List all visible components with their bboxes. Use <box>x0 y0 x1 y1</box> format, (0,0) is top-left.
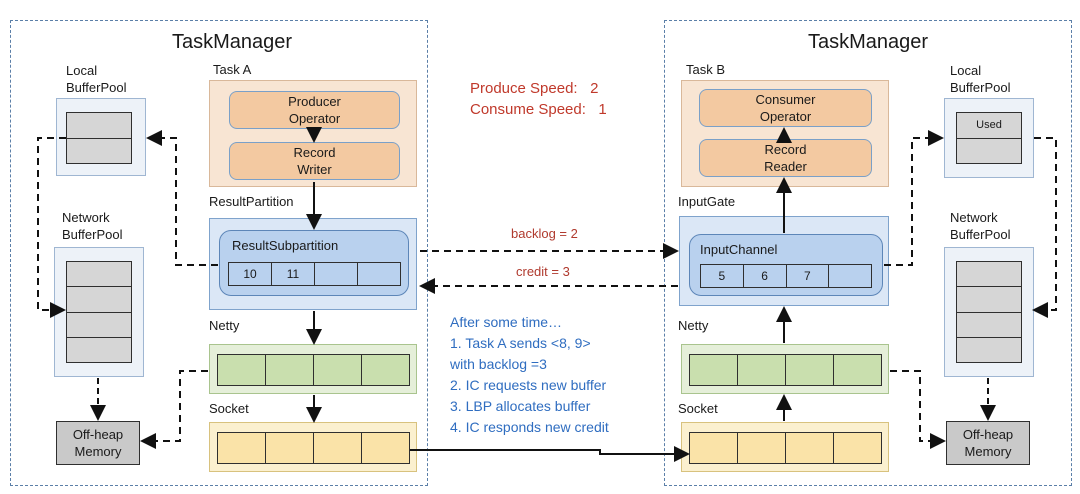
right-netty-label: Netty <box>678 318 709 333</box>
task-b-label: Task B <box>686 62 726 77</box>
buffer-cell <box>358 263 400 285</box>
producer-operator: Producer Operator <box>229 91 400 129</box>
pool-slot <box>957 262 1021 288</box>
pool-slot <box>67 113 131 139</box>
socket-cell <box>218 433 266 463</box>
left-taskmanager-frame <box>10 20 428 486</box>
pool-slot <box>67 337 131 362</box>
steps-intro: After some time… <box>450 314 563 330</box>
socket-cell <box>738 433 786 463</box>
record-reader: Record Reader <box>699 139 872 177</box>
right-network-pool-label: Network BufferPool <box>950 210 1011 242</box>
pool-slot <box>67 138 131 163</box>
credit-message: credit = 3 <box>516 264 570 279</box>
pool-slot <box>67 312 131 338</box>
socket-cell <box>690 433 738 463</box>
netty-cell <box>218 355 266 385</box>
netty-cell <box>362 355 409 385</box>
netty-cell <box>834 355 881 385</box>
result-subpartition-label: ResultSubpartition <box>232 238 339 253</box>
right-taskmanager-title: TaskManager <box>808 31 929 53</box>
right-netty-buffers <box>689 354 882 386</box>
input-channel-label: InputChannel <box>700 242 778 257</box>
produce-speed: Produce Speed: 2 <box>470 80 598 97</box>
socket-cell <box>362 433 409 463</box>
pool-slot <box>957 138 1021 163</box>
step-1: 1. Task A sends <8, 9> <box>450 335 591 351</box>
netty-cell <box>266 355 314 385</box>
left-netty-buffers <box>217 354 410 386</box>
input-gate-label: InputGate <box>678 194 736 209</box>
buffer-cell: 11 <box>272 263 315 285</box>
pool-slot <box>957 287 1021 313</box>
right-local-pool-label: Local BufferPool <box>950 63 1011 95</box>
right-network-pool-slots <box>956 261 1022 363</box>
left-netty-label: Netty <box>209 318 240 333</box>
right-offheap-memory: Off-heap Memory <box>946 421 1030 465</box>
task-a-label: Task A <box>213 62 252 77</box>
backlog-message: backlog = 2 <box>511 226 578 241</box>
consume-speed-label: Consume Speed: <box>470 101 586 118</box>
netty-cell <box>738 355 786 385</box>
left-network-pool-label: Network BufferPool <box>62 210 123 242</box>
left-network-pool-slots <box>66 261 132 363</box>
socket-cell <box>314 433 362 463</box>
socket-cell <box>834 433 881 463</box>
right-socket-label: Socket <box>678 401 718 416</box>
step-4: 4. IC responds new credit <box>450 419 609 435</box>
record-writer: Record Writer <box>229 142 400 180</box>
left-taskmanager-title: TaskManager <box>172 31 293 53</box>
buffer-cell: 6 <box>744 265 787 287</box>
step-3: 3. LBP allocates buffer <box>450 398 591 414</box>
left-local-pool-label: Local BufferPool <box>66 63 127 95</box>
consume-speed: Consume Speed: 1 <box>470 101 607 118</box>
result-partition-label: ResultPartition <box>209 194 294 209</box>
buffer-cell <box>315 263 358 285</box>
pool-slot <box>67 262 131 288</box>
consumer-operator: Consumer Operator <box>699 89 872 127</box>
left-socket-label: Socket <box>209 401 249 416</box>
netty-cell <box>314 355 362 385</box>
buffer-cell: 7 <box>787 265 830 287</box>
socket-cell <box>266 433 314 463</box>
consume-speed-value: 1 <box>598 101 607 118</box>
pool-slot <box>957 312 1021 338</box>
pool-slot <box>67 287 131 313</box>
step-2: 2. IC requests new buffer <box>450 377 607 393</box>
pool-slot <box>957 337 1021 362</box>
steps-list: After some time… 1. Task A sends <8, 9> … <box>450 312 609 438</box>
buffer-cell <box>829 265 871 287</box>
netty-cell <box>786 355 834 385</box>
input-channel-buffers: 5 6 7 <box>700 264 872 288</box>
left-socket-buffers <box>217 432 410 464</box>
socket-cell <box>786 433 834 463</box>
result-subpartition-buffers: 10 11 <box>228 262 401 286</box>
produce-speed-value: 2 <box>590 80 599 97</box>
left-local-pool-slots <box>66 112 132 164</box>
netty-cell <box>690 355 738 385</box>
socket-to-socket-arrow <box>410 446 690 462</box>
right-local-pool-slots: Used <box>956 112 1022 164</box>
produce-speed-label: Produce Speed: <box>470 80 578 97</box>
left-offheap-memory: Off-heap Memory <box>56 421 140 465</box>
right-socket-buffers <box>689 432 882 464</box>
buffer-cell: 10 <box>229 263 272 285</box>
buffer-cell: 5 <box>701 265 744 287</box>
pool-slot-used: Used <box>957 113 1021 139</box>
step-1-detail: with backlog =3 <box>450 356 547 372</box>
